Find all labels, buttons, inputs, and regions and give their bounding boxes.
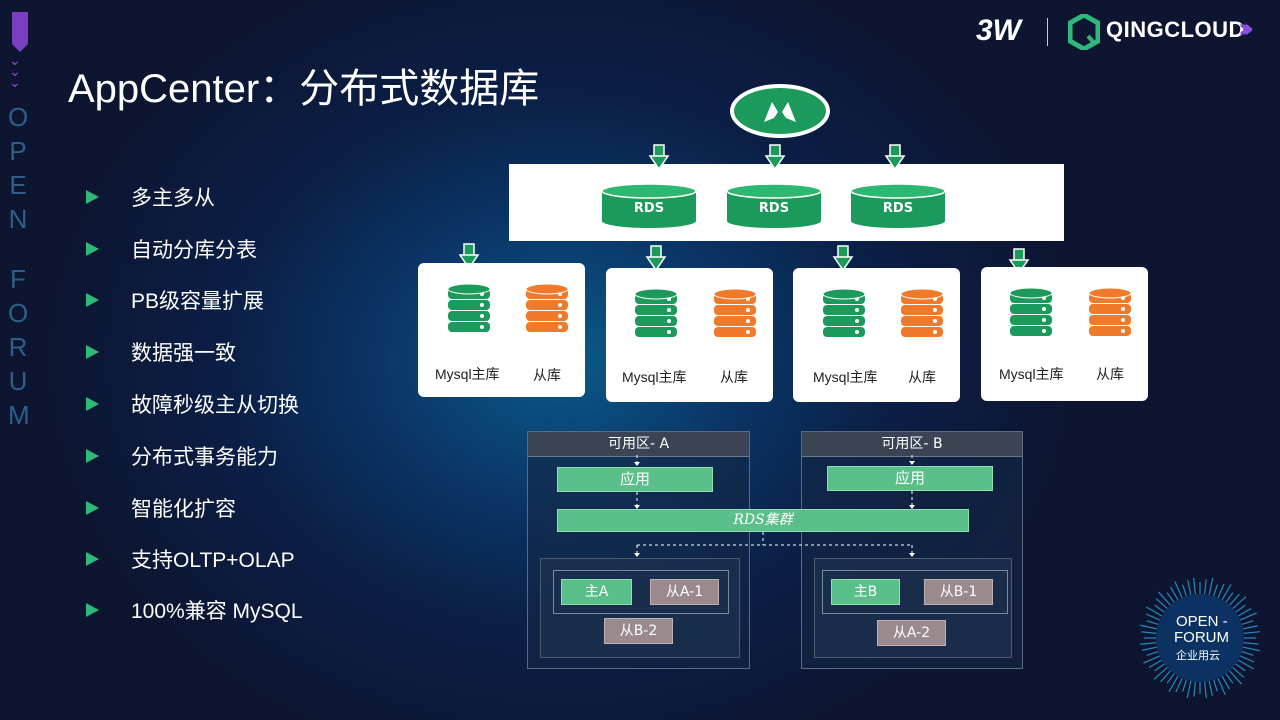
bullet-triangle-icon bbox=[86, 397, 99, 411]
feature-item: 智能化扩容 bbox=[86, 493, 236, 523]
zone-a-slave-1: 从A-1 bbox=[650, 579, 719, 605]
side-letter: U bbox=[8, 366, 28, 396]
side-letter: O bbox=[8, 102, 29, 132]
chevron-down-icon: ⌄⌄⌄ bbox=[9, 53, 21, 91]
node-master-label: Mysql主库 bbox=[999, 366, 1064, 382]
page-title: AppCenter：分布式数据库 bbox=[68, 67, 540, 111]
zone-a-slave-2: 从B-2 bbox=[604, 618, 673, 644]
zone-a-app: 应用 bbox=[557, 467, 713, 492]
feature-item: 支持OLTP+OLAP bbox=[86, 544, 295, 574]
node-master-label: Mysql主库 bbox=[813, 369, 878, 385]
zone-b-slave-1: 从B-1 bbox=[924, 579, 993, 605]
zone-a-inner-frame bbox=[553, 570, 729, 614]
node-slave-label: 从库 bbox=[533, 367, 561, 383]
feature-item: 自动分库分表 bbox=[86, 234, 257, 264]
node-slave-label: 从库 bbox=[720, 369, 748, 385]
feature-label: 智能化扩容 bbox=[131, 498, 236, 521]
node-master-label: Mysql主库 bbox=[622, 369, 687, 385]
rds-label: RDS bbox=[882, 201, 914, 216]
zone-b-slave-2: 从A-2 bbox=[877, 620, 946, 646]
bullet-triangle-icon bbox=[86, 552, 99, 566]
open-forum-logo: OPEN - FORUM 企业用云 bbox=[1138, 576, 1262, 700]
mysql-master-db-icon bbox=[1009, 287, 1053, 345]
database-icon bbox=[601, 183, 697, 228]
triple-chevron-icon: ››› bbox=[1238, 14, 1254, 44]
feature-item: 故障秒级主从切换 bbox=[86, 389, 299, 419]
side-letter: O bbox=[8, 298, 29, 328]
brand-qingcloud-logo: QINGCLOUD bbox=[1106, 17, 1245, 42]
mysql-master-db-icon bbox=[822, 288, 866, 346]
zone-b-app: 应用 bbox=[827, 466, 993, 491]
feature-label: 故障秒级主从切换 bbox=[131, 394, 299, 417]
database-icon bbox=[850, 183, 946, 228]
forum-logo-line1: OPEN - bbox=[1176, 613, 1228, 630]
bullet-triangle-icon bbox=[86, 449, 99, 463]
logo-divider bbox=[1047, 18, 1048, 46]
forum-logo-line2: FORUM bbox=[1174, 629, 1229, 646]
flow-icon bbox=[764, 102, 796, 122]
rds-cylinder: RDS bbox=[601, 183, 697, 233]
feature-item: PB级容量扩展 bbox=[86, 285, 264, 315]
side-letter: E bbox=[9, 170, 27, 200]
zone-b-master: 主B bbox=[831, 579, 900, 605]
bullet-triangle-icon bbox=[86, 603, 99, 617]
side-letter: P bbox=[9, 136, 27, 166]
mysql-slave-db-icon bbox=[1088, 287, 1132, 345]
zone-a-title: 可用区- A bbox=[528, 432, 749, 457]
feature-item: 多主多从 bbox=[86, 182, 215, 212]
forum-logo-line3: 企业用云 bbox=[1176, 649, 1220, 662]
arrow-down-icon bbox=[833, 245, 853, 271]
rds-cluster-bar: RDS集群 bbox=[557, 509, 969, 532]
mysql-master-db-icon bbox=[447, 283, 491, 341]
zone-a-master: 主A bbox=[561, 579, 632, 605]
brand-3w-logo: 3W bbox=[976, 14, 1021, 47]
rds-cylinder: RDS bbox=[726, 183, 822, 233]
zone-b-title: 可用区- B bbox=[802, 432, 1022, 457]
brand-ribbon bbox=[12, 12, 28, 52]
mysql-slave-db-icon bbox=[525, 283, 569, 341]
feature-label: 自动分库分表 bbox=[131, 239, 257, 262]
database-icon bbox=[726, 183, 822, 228]
feature-label: 多主多从 bbox=[131, 187, 215, 210]
rds-cylinder: RDS bbox=[850, 183, 946, 233]
side-letter: F bbox=[10, 264, 26, 294]
starburst-icon bbox=[1138, 576, 1262, 700]
bullet-triangle-icon bbox=[86, 345, 99, 359]
mysql-master-db-icon bbox=[634, 288, 678, 346]
feature-label: 分布式事务能力 bbox=[131, 446, 278, 469]
bullet-triangle-icon bbox=[86, 242, 99, 256]
side-letter: R bbox=[8, 332, 28, 362]
mysql-slave-db-icon bbox=[713, 288, 757, 346]
zone-b-inner-frame bbox=[822, 570, 1008, 614]
feature-label: 100%兼容 MySQL bbox=[131, 600, 303, 623]
rds-label: RDS bbox=[633, 201, 665, 216]
arrow-down-icon bbox=[646, 245, 666, 271]
feature-item: 分布式事务能力 bbox=[86, 441, 278, 471]
rds-label: RDS bbox=[758, 201, 790, 216]
bullet-triangle-icon bbox=[86, 190, 99, 204]
side-letter: M bbox=[8, 400, 30, 430]
node-slave-label: 从库 bbox=[1096, 366, 1124, 382]
bullet-triangle-icon bbox=[86, 501, 99, 515]
bullet-triangle-icon bbox=[86, 293, 99, 307]
mysql-slave-db-icon bbox=[900, 288, 944, 346]
feature-label: 数据强一致 bbox=[131, 342, 236, 365]
feature-label: 支持OLTP+OLAP bbox=[131, 549, 295, 572]
qingcloud-logo-icon bbox=[1068, 14, 1100, 50]
feature-label: PB级容量扩展 bbox=[131, 290, 265, 313]
feature-item: 数据强一致 bbox=[86, 337, 236, 367]
side-letter: N bbox=[8, 204, 28, 234]
node-slave-label: 从库 bbox=[908, 369, 936, 385]
traffic-source-ellipse bbox=[730, 84, 830, 138]
node-master-label: Mysql主库 bbox=[435, 366, 500, 382]
feature-item: 100%兼容 MySQL bbox=[86, 595, 303, 625]
